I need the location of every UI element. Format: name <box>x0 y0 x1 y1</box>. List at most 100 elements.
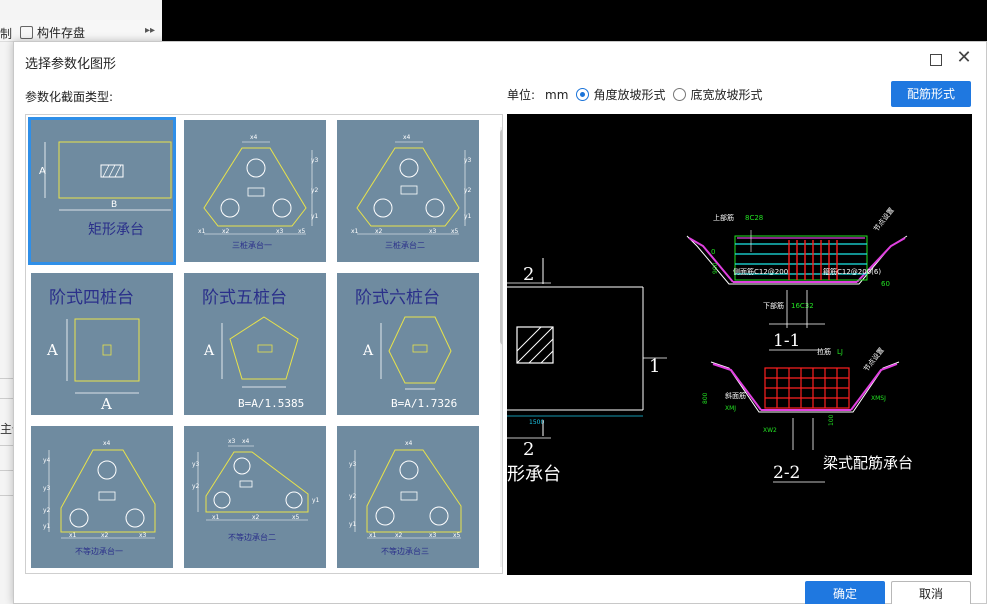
dim-b-label: B <box>111 200 117 210</box>
toolbar-expand-icon[interactable]: ▸▸ <box>145 25 156 36</box>
hoop-rebar-label: 箍筋C12@200(6) <box>823 267 881 276</box>
tile-caption: 三桩承台一 <box>232 240 272 250</box>
dim-x2: x2 <box>395 532 403 539</box>
top-rebar-label: 上部筋 <box>713 213 734 222</box>
stepped-five-pile-cap-diagram: 阶式五桩台 A B=A/1.5385 <box>202 288 304 410</box>
ok-button[interactable]: 确定 <box>805 581 885 604</box>
tile-three-pile-cap-2[interactable]: x4 y3 y2 y1 x1 x2 x3 x5 三桩承台二 <box>337 120 479 262</box>
tie-rebar-value: LJ <box>837 348 843 356</box>
formula: B=A/1.5385 <box>238 397 304 410</box>
dim-x4: x4 <box>405 440 413 447</box>
radio-dot-selected[interactable] <box>576 88 590 101</box>
unequal-cap-1-diagram: x4 y4 y3 y2 y1 x1 x2 x3 不等边承台一 <box>43 440 156 556</box>
section-label-1-1: 1-1 <box>773 331 800 351</box>
dim-a-label: A <box>362 343 374 359</box>
dim-x3: x3 <box>139 532 147 539</box>
top-rebar-value: 8C28 <box>745 214 763 222</box>
tile-stepped-four-pile-cap[interactable]: 阶式四桩台 A A <box>31 273 173 415</box>
dim-y3: y3 <box>311 157 319 164</box>
dim-x4: x4 <box>103 440 111 447</box>
bottom-rebar-label: 下部筋 <box>763 301 784 310</box>
tile-title: 矩形承台 <box>88 222 144 238</box>
dim-x3: x3 <box>429 532 437 539</box>
three-pile-cap-1-diagram: x4 y3 y2 y1 x1 x2 x3 x5 三桩承台一 <box>198 134 319 250</box>
dim-a-label: A <box>46 341 58 359</box>
dim-x2: x2 <box>252 514 260 521</box>
section-mark-2-bottom: 2 <box>523 439 534 460</box>
xmj-label: XMJ <box>725 405 736 412</box>
tile-caption: 不等边承台三 <box>381 546 429 556</box>
angle-label: 60 <box>881 280 890 288</box>
dim-y1: y1 <box>43 523 51 530</box>
dim-x2: x2 <box>375 228 383 235</box>
preview-drawing: 2 1 1500 2 形承台 <box>507 206 913 485</box>
section-label-2-2: 2-2 <box>773 463 800 483</box>
dim-x2: x2 <box>222 228 230 235</box>
dim-x4: x4 <box>242 438 250 445</box>
dim-x2: x2 <box>101 532 109 539</box>
component-save-tool[interactable]: 构件存盘 <box>20 24 85 41</box>
dim-x1: x1 <box>212 514 220 521</box>
tile-unequal-cap-2[interactable]: x3 x4 y3 y2 y1 x1 x2 x5 不等边承台二 <box>184 426 326 568</box>
sidebar-divider <box>0 398 14 399</box>
tile-caption: 三桩承台二 <box>385 240 425 250</box>
tile-caption: 不等边承台二 <box>228 532 276 542</box>
dim-x3: x3 <box>429 228 437 235</box>
dim-a-label: A <box>203 343 215 359</box>
dim-900: 900 <box>712 262 719 274</box>
unit-row: 单位: mm 角度放坡形式 底宽放坡形式 <box>507 86 762 103</box>
rebar-form-button[interactable]: 配筋形式 <box>891 81 971 107</box>
dim-y2: y2 <box>349 493 357 500</box>
grid-scrollbar-track[interactable] <box>500 127 502 567</box>
unequal-cap-3-diagram: x4 y3 y2 y1 x1 x2 x3 x5 不等边承台三 <box>349 440 462 556</box>
close-icon[interactable]: ✕ <box>956 47 972 68</box>
dim-x1: x1 <box>369 532 377 539</box>
dim-y2: y2 <box>43 507 51 514</box>
tile-caption: 不等边承台一 <box>75 546 123 556</box>
sidebar-divider <box>0 470 14 471</box>
radio-angle-slope[interactable]: 角度放坡形式 <box>576 86 665 103</box>
cancel-button[interactable]: 取消 <box>891 581 971 604</box>
dim-x5: x5 <box>298 228 306 235</box>
dim-a-label: A <box>39 166 46 177</box>
toolbar-fragment: 制 <box>0 27 13 41</box>
tile-unequal-cap-1[interactable]: x4 y4 y3 y2 y1 x1 x2 x3 不等边承台一 <box>31 426 173 568</box>
dim-y3: y3 <box>192 461 200 468</box>
dim-y3: y3 <box>349 461 357 468</box>
dim-y3: y3 <box>43 485 51 492</box>
dim-x3: x3 <box>276 228 284 235</box>
tile-stepped-five-pile-cap[interactable]: 阶式五桩台 A B=A/1.5385 <box>184 273 326 415</box>
unit-label: 单位: <box>507 88 536 102</box>
component-save-label: 构件存盘 <box>37 26 86 40</box>
save-icon <box>20 26 33 39</box>
dim-100: 100 <box>828 414 835 426</box>
slope-setting-label: 节点设置 <box>871 206 895 234</box>
dim-x1: x1 <box>198 228 206 235</box>
dim-y1: y1 <box>464 213 472 220</box>
dim-x1: x1 <box>69 532 77 539</box>
dim-y1: y1 <box>312 497 320 504</box>
dim-y2: y2 <box>464 187 472 194</box>
tile-three-pile-cap-1[interactable]: x4 y3 y2 y1 x1 x2 x3 x5 三桩承台一 <box>184 120 326 262</box>
dim-x3: x3 <box>228 438 236 445</box>
maximize-icon[interactable] <box>930 54 942 66</box>
shape-preview: 2 1 1500 2 形承台 <box>507 114 972 575</box>
tile-rect-cap[interactable]: A B 矩形承台 <box>28 117 176 265</box>
dim-x4: x4 <box>250 134 258 141</box>
beam-cap-caption: 梁式配筋承台 <box>823 454 913 472</box>
radio-dot[interactable] <box>673 88 687 101</box>
slope-rebar-label: 斜面筋 <box>725 391 746 400</box>
tile-title: 阶式四桩台 <box>49 288 134 308</box>
section-mark-2-top: 2 <box>523 264 534 285</box>
section-type-label: 参数化截面类型: <box>25 90 114 104</box>
radio-width-slope[interactable]: 底宽放坡形式 <box>673 86 762 103</box>
dim-x1: x1 <box>351 228 359 235</box>
side-rebar-label: 侧面筋C12@200 <box>733 267 788 276</box>
tile-stepped-six-pile-cap[interactable]: 阶式六桩台 A B=A/1.7326 <box>337 273 479 415</box>
dialog-title: 选择参数化图形 <box>25 57 117 72</box>
grid-scrollbar-thumb[interactable] <box>500 129 502 345</box>
dim-zero: 0 <box>711 248 715 256</box>
rect-cap-diagram: A B 矩形承台 <box>39 141 172 238</box>
tile-unequal-cap-3[interactable]: x4 y3 y2 y1 x1 x2 x3 x5 不等边承台三 <box>337 426 479 568</box>
dim-y1: y1 <box>349 521 357 528</box>
